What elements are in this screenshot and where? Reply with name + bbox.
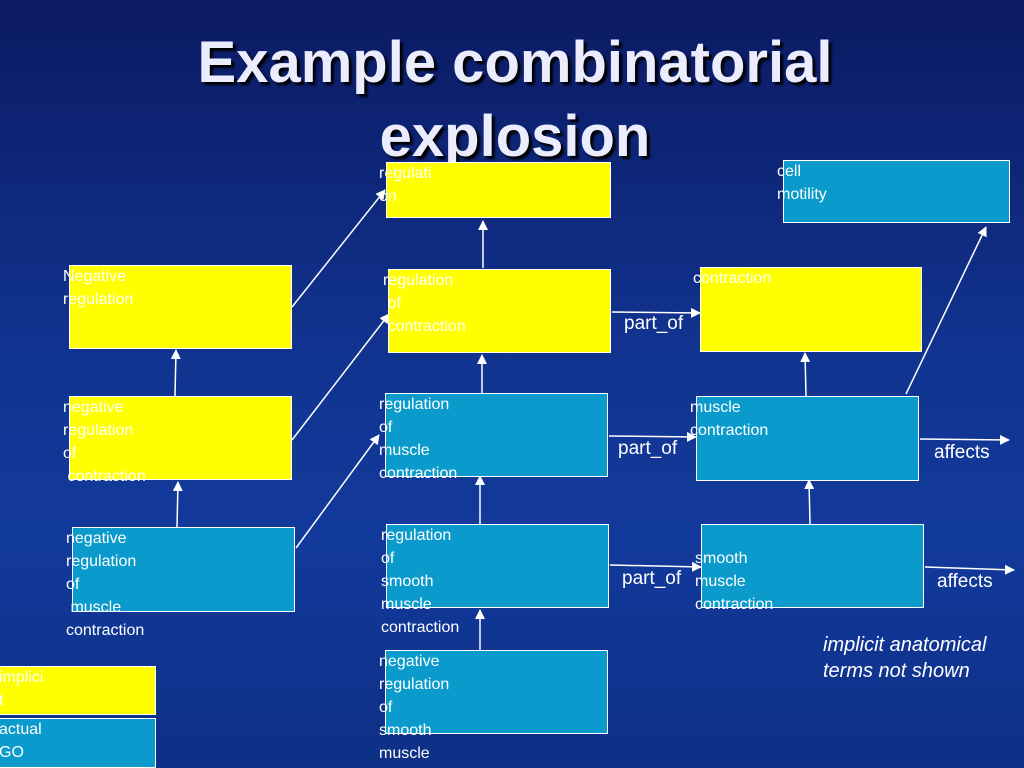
node-regulation-of-muscle-contraction-label: regulation of muscle contraction bbox=[379, 396, 458, 482]
arrow-part-of-3 bbox=[609, 561, 702, 572]
node-negative-regulation-of-smooth-muscle-label: negative regulation of smooth muscle bbox=[379, 653, 450, 762]
relation-part-of-1: part_of bbox=[624, 313, 684, 334]
node-muscle-contraction-label: muscle contraction bbox=[690, 399, 769, 439]
node-smooth-muscle-contraction[interactable] bbox=[701, 524, 924, 608]
node-regulation-of-contraction-label: regulation of contraction bbox=[383, 272, 466, 335]
node-negative-regulation[interactable] bbox=[69, 265, 292, 349]
node-negative-regulation-of-contraction-label: negative regulation of contraction bbox=[63, 399, 146, 485]
node-regulation-of-muscle-contraction[interactable] bbox=[385, 393, 608, 477]
legend-implicit-label: implici t bbox=[0, 669, 44, 709]
node-cell-motility[interactable] bbox=[783, 160, 1010, 223]
arrow-negreg-contraction-to-reg-contraction bbox=[291, 313, 390, 441]
arrow-negreg-muscle-to-reg-muscle bbox=[295, 434, 380, 549]
arrow-affects-2 bbox=[924, 564, 1015, 575]
node-regulation[interactable] bbox=[386, 162, 611, 218]
arrow-part-of-1 bbox=[611, 307, 701, 318]
arrow-negreg-muscle-to-negreg-contraction bbox=[172, 481, 183, 528]
slide-title: Example combinatorial explosion bbox=[197, 30, 833, 169]
node-regulation-of-contraction[interactable] bbox=[388, 269, 611, 353]
node-smooth-muscle-contraction-label: smooth muscle contraction bbox=[695, 550, 774, 613]
relation-affects-1: affects bbox=[934, 442, 990, 463]
node-contraction-label: contraction bbox=[693, 270, 772, 287]
node-cell-motility-label: cell motility bbox=[777, 163, 827, 203]
arrow-negreg-to-regulation bbox=[291, 189, 386, 308]
legend-actual-go-box bbox=[0, 718, 156, 768]
node-muscle-contraction[interactable] bbox=[696, 396, 919, 481]
arrow-negreg-contraction-to-negreg bbox=[170, 349, 181, 397]
relation-part-of-2: part_of bbox=[618, 438, 678, 459]
node-negative-regulation-of-smooth-muscle[interactable] bbox=[385, 650, 608, 734]
node-regulation-of-smooth-muscle-contraction-label: regulation of smooth muscle contraction bbox=[381, 527, 460, 636]
node-negative-regulation-label: Negative regulation bbox=[63, 268, 134, 308]
legend-actual-go-label: actual GO bbox=[0, 721, 42, 761]
relation-part-of-3: part_of bbox=[622, 568, 682, 589]
node-contraction[interactable] bbox=[700, 267, 922, 352]
arrow-part-of-2 bbox=[608, 431, 697, 442]
node-regulation-of-smooth-muscle-contraction[interactable] bbox=[386, 524, 609, 608]
arrow-muscle-contraction-to-contraction bbox=[800, 352, 811, 397]
legend-implicit-box bbox=[0, 666, 156, 715]
node-regulation-label: regulati on bbox=[379, 165, 432, 205]
arrow-smooth-to-muscle-contraction bbox=[804, 479, 815, 525]
node-negative-regulation-of-contraction[interactable] bbox=[69, 396, 292, 480]
arrow-muscle-contraction-to-cell-motility bbox=[905, 226, 987, 395]
arrow-affects-1 bbox=[919, 434, 1010, 445]
implicit-terms-note: implicit anatomical terms not shown bbox=[823, 634, 987, 682]
node-negative-regulation-of-muscle-contraction-label: negative regulation of muscle contractio… bbox=[66, 530, 145, 639]
node-negative-regulation-of-muscle-contraction[interactable] bbox=[72, 527, 295, 612]
relation-affects-2: affects bbox=[937, 571, 993, 592]
